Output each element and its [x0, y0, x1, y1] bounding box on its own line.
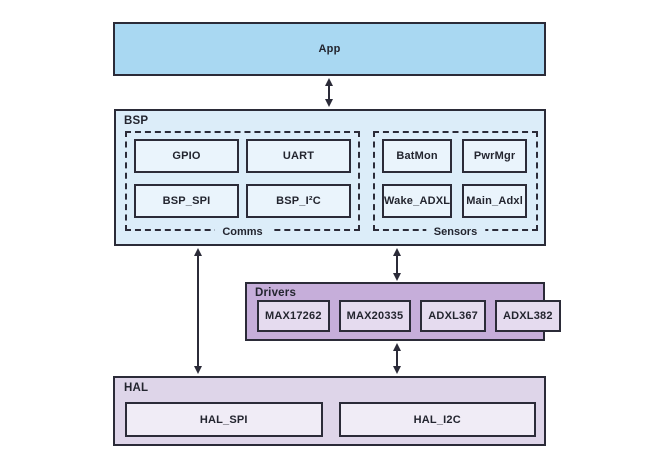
hal-i2c-label: HAL_I2C — [413, 413, 461, 426]
hal-layer-label: HAL — [124, 382, 149, 394]
arrow-app-bsp — [325, 78, 333, 107]
gpio-box: GPIO — [134, 139, 239, 173]
app-layer-box: App — [113, 22, 546, 76]
main-adxl-box: Main_Adxl — [462, 184, 527, 218]
arrow-drivers-hal — [393, 343, 401, 374]
sensors-group-label: Sensors — [425, 226, 486, 238]
pwrmgr-box: PwrMgr — [462, 139, 527, 173]
hal-layer-box: HAL HAL_SPI HAL_I2C — [113, 376, 546, 446]
pwrmgr-label: PwrMgr — [473, 150, 516, 162]
drivers-layer-label: Drivers — [255, 287, 297, 299]
adxl382-label: ADXL382 — [502, 310, 553, 322]
bsp-i2c-box: BSP_I²C — [246, 184, 351, 218]
bsp-spi-label: BSP_SPI — [162, 195, 211, 207]
hal-i2c-box: HAL_I2C — [338, 402, 536, 437]
sensors-group: BatMon PwrMgr Wake_ADXL Main_Adxl Sensor… — [373, 131, 538, 238]
hal-row: HAL_SPI HAL_I2C — [125, 402, 536, 437]
bsp-spi-box: BSP_SPI — [134, 184, 239, 218]
max17262-label: MAX17262 — [265, 310, 322, 322]
arrow-bsp-drivers — [393, 248, 401, 281]
drivers-layer-box: Drivers MAX17262 MAX20335 ADXL367 ADXL38… — [245, 282, 561, 341]
wake-adxl-box: Wake_ADXL — [382, 184, 453, 218]
bsp-layer-label: BSP — [124, 115, 149, 127]
batmon-label: BatMon — [396, 150, 438, 162]
uart-box: UART — [246, 139, 351, 173]
app-layer-label: App — [318, 43, 341, 55]
arrow-bsp-hal — [194, 248, 202, 374]
main-adxl-label: Main_Adxl — [466, 195, 523, 207]
adxl382-box: ADXL382 — [494, 300, 561, 332]
gpio-label: GPIO — [172, 150, 201, 162]
hal-spi-box: HAL_SPI — [125, 402, 323, 437]
drivers-row: MAX17262 MAX20335 ADXL367 ADXL382 — [257, 300, 561, 332]
adxl367-box: ADXL367 — [420, 300, 486, 332]
comms-group: GPIO UART BSP_SPI BSP_I²C Comms — [125, 131, 360, 238]
max20335-label: MAX20335 — [346, 310, 404, 322]
adxl367-label: ADXL367 — [428, 310, 478, 322]
wake-adxl-label: Wake_ADXL — [384, 195, 451, 207]
hal-spi-label: HAL_SPI — [199, 413, 248, 426]
uart-label: UART — [282, 150, 315, 162]
bsp-layer-box: BSP GPIO UART BSP_SPI BSP_I²C Comms BatM… — [114, 109, 546, 246]
max17262-box: MAX17262 — [257, 300, 330, 332]
batmon-box: BatMon — [382, 139, 453, 173]
max20335-box: MAX20335 — [338, 300, 412, 332]
comms-group-label: Comms — [214, 226, 271, 238]
bsp-i2c-label: BSP_I²C — [276, 195, 321, 207]
